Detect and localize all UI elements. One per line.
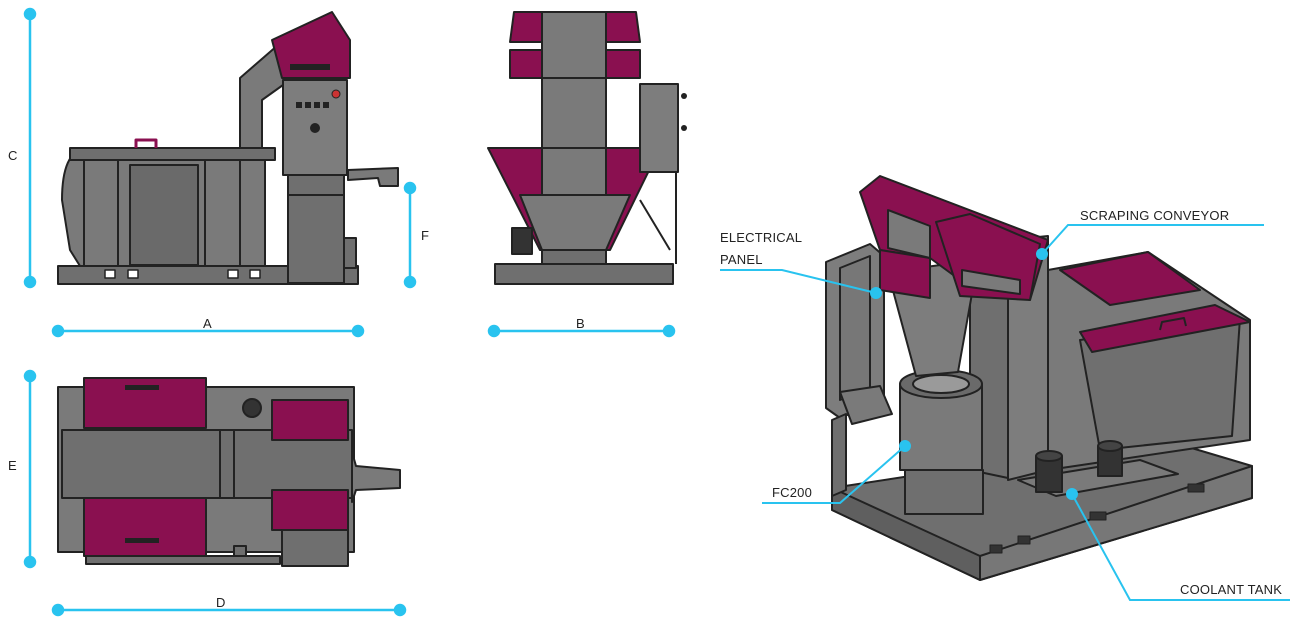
front-view — [487, 11, 687, 285]
dimension-f-label: F — [421, 228, 429, 243]
dimension-d-label: D — [216, 595, 225, 610]
side-view — [57, 11, 399, 285]
callout-leaders — [720, 224, 1290, 601]
callout-electrical-panel-line1: ELECTRICAL — [720, 230, 802, 245]
dimension-a-label: A — [203, 316, 212, 331]
callout-fc200: FC200 — [772, 485, 812, 500]
top-view — [57, 377, 401, 567]
callout-scraping-conveyor: SCRAPING CONVEYOR — [1080, 208, 1229, 223]
dimension-e-label: E — [8, 458, 17, 473]
dimension-b-label: B — [576, 316, 585, 331]
callout-coolant-tank: COOLANT TANK — [1180, 582, 1282, 597]
dimension-c-label: C — [8, 148, 17, 163]
callout-electrical-panel-line2: PANEL — [720, 252, 763, 267]
isometric-view — [825, 175, 1253, 581]
dimension-lines — [23, 7, 676, 617]
